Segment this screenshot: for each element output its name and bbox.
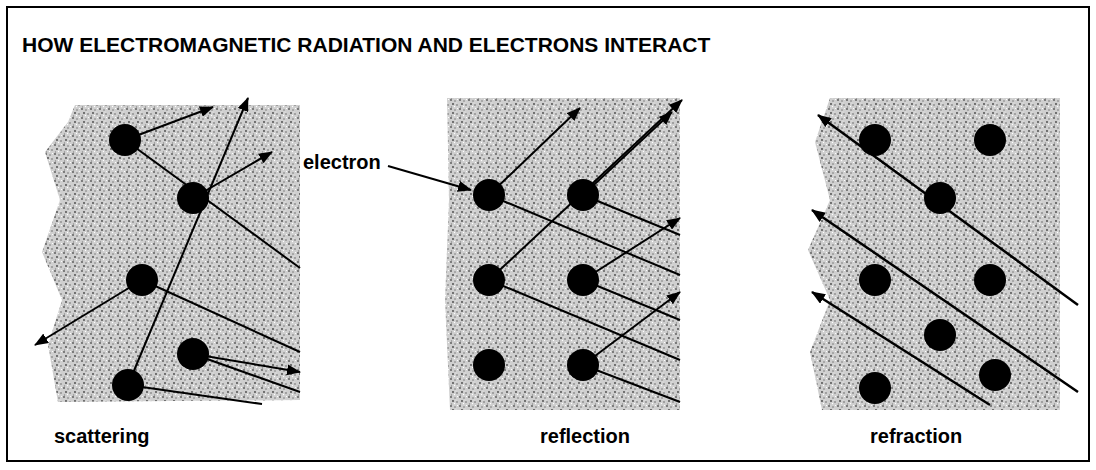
- panel: refraction: [800, 92, 1078, 448]
- frame: [7, 7, 1089, 461]
- reflection-panel: [445, 98, 682, 410]
- part-label: electron: [303, 150, 381, 174]
- panel: reflection: [440, 92, 698, 448]
- leader-line: [388, 166, 471, 190]
- panel-label: refraction: [870, 424, 1078, 448]
- refraction-panel: [808, 98, 1078, 410]
- panel-label: scattering: [54, 424, 318, 448]
- panel-label: reflection: [540, 424, 698, 448]
- panel: scattering: [40, 98, 318, 448]
- diagram-title: HOW ELECTROMAGNETIC RADIATION AND ELECTR…: [22, 34, 710, 55]
- scattering-panel: [35, 98, 300, 404]
